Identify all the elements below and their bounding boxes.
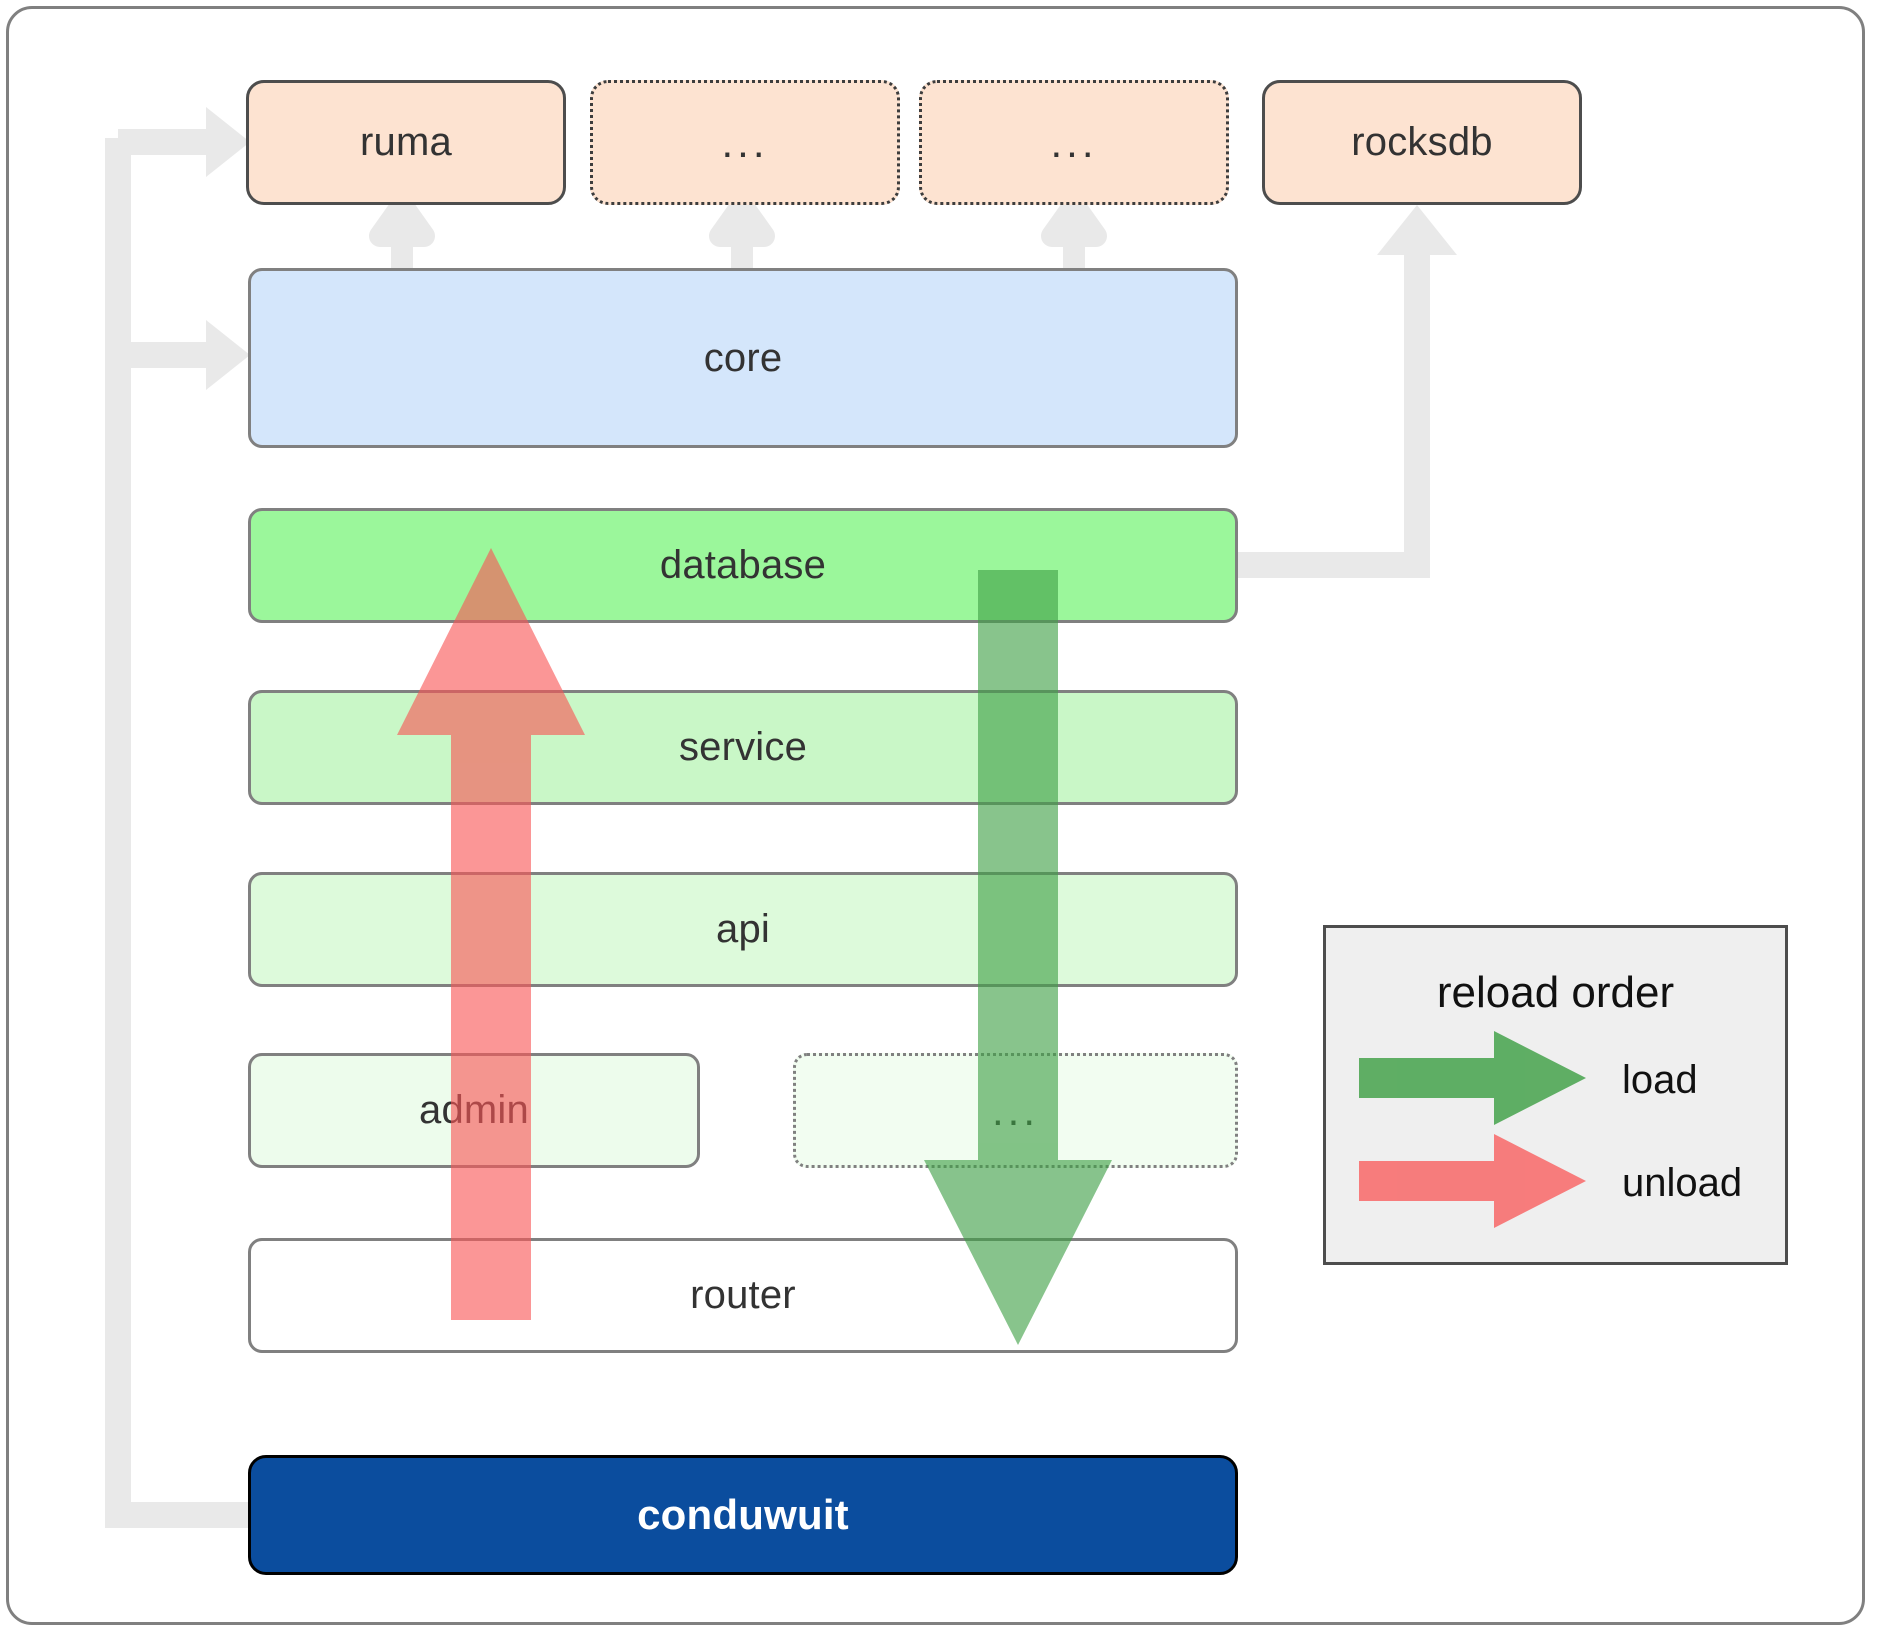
dependency-label-placeholder-2: ...	[1050, 118, 1098, 166]
dependency-box-placeholder-2[interactable]: ...	[919, 80, 1229, 205]
layer-label-api: api	[716, 907, 770, 951]
unload-arrow	[397, 548, 585, 1320]
layer-label-database: database	[659, 543, 827, 587]
legend-label-load: load	[1622, 1058, 1698, 1102]
connector-core-to-deps	[369, 194, 1107, 268]
root-label-conduwuit: conduwuit	[637, 1491, 849, 1538]
layer-label-service: service	[678, 725, 808, 769]
legend-label-unload: unload	[1622, 1161, 1743, 1205]
legend-load-arrow	[1359, 1031, 1586, 1125]
dependency-label-placeholder-1: ...	[721, 118, 769, 166]
layer-box-router[interactable]: router	[248, 1238, 1238, 1353]
layer-label-core: core	[703, 335, 783, 380]
layer-label-router: router	[690, 1273, 796, 1317]
layer-box-database[interactable]: database	[248, 508, 1238, 623]
layer-box-core[interactable]: core	[248, 268, 1238, 448]
legend-panel: reload order load unload	[1323, 925, 1788, 1265]
dependency-box-placeholder-1[interactable]: ...	[590, 80, 900, 205]
connector-left	[105, 107, 250, 1528]
connector-right	[1237, 205, 1457, 578]
dependency-box-ruma[interactable]: ruma	[246, 80, 566, 205]
load-arrow	[924, 570, 1112, 1345]
dependency-box-rocksdb[interactable]: rocksdb	[1262, 80, 1582, 205]
layer-box-api[interactable]: api	[248, 872, 1238, 987]
dependency-label-rocksdb: rocksdb	[1351, 120, 1493, 164]
root-box-conduwuit[interactable]: conduwuit	[248, 1455, 1238, 1575]
legend-unload-arrow	[1359, 1134, 1586, 1228]
legend-title: reload order	[1436, 968, 1675, 1017]
dependency-label-ruma: ruma	[360, 120, 452, 164]
